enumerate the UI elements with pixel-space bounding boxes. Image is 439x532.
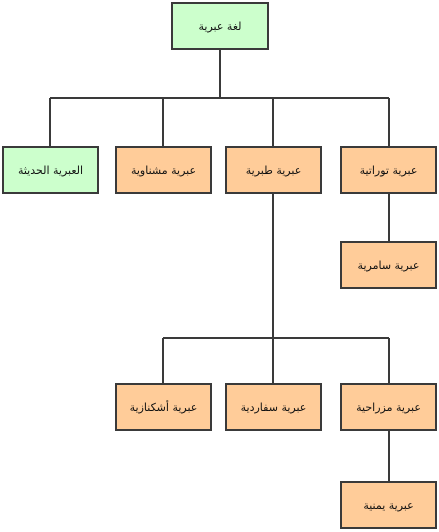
node-label: العبرية الحديثة	[17, 163, 84, 177]
node-label: عبرية مشناوية	[130, 163, 197, 177]
node-mizrahi-hebrew: عبرية مزراحية	[340, 383, 437, 431]
node-label: عبرية أشكنازية	[129, 400, 198, 414]
node-modern-hebrew: العبرية الحديثة	[2, 146, 99, 194]
node-ashkenazi-hebrew: عبرية أشكنازية	[115, 383, 212, 431]
node-samaritan-hebrew: عبرية سامرية	[340, 241, 437, 289]
node-label: عبرية سامرية	[357, 258, 420, 272]
node-biblical-hebrew: عبرية توراتية	[340, 146, 437, 194]
node-label: عبرية توراتية	[359, 163, 418, 177]
node-sephardic-hebrew: عبرية سفاردية	[225, 383, 322, 431]
node-hebrew-language: لغة عبرية	[171, 2, 269, 50]
node-tiberian-hebrew: عبرية طبرية	[225, 146, 322, 194]
node-mishnaic-hebrew: عبرية مشناوية	[115, 146, 212, 194]
node-label: لغة عبرية	[198, 19, 242, 33]
node-label: عبرية مزراحية	[356, 400, 421, 414]
node-label: عبرية يمنية	[363, 498, 414, 512]
node-label: عبرية سفاردية	[240, 400, 307, 414]
node-label: عبرية طبرية	[245, 163, 302, 177]
node-yemenite-hebrew: عبرية يمنية	[340, 481, 437, 529]
